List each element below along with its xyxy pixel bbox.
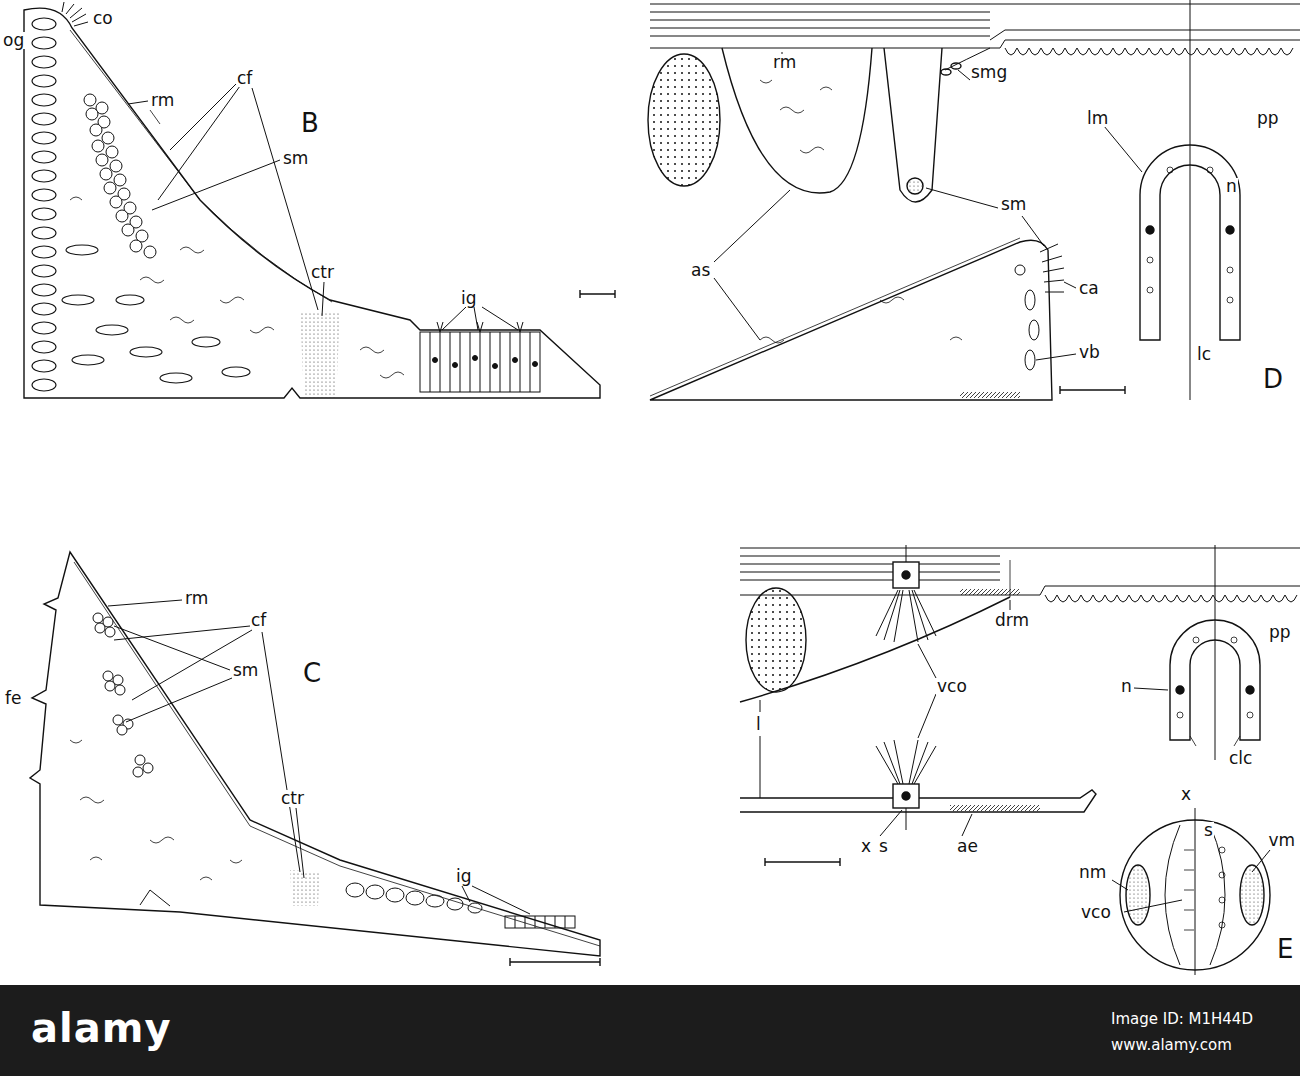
part-label: as (690, 262, 711, 279)
part-label: nm (1078, 864, 1107, 881)
panel-letter: B (300, 110, 320, 136)
watermark-band (0, 985, 1300, 1076)
part-label: x (860, 838, 872, 855)
part-label: sm (232, 662, 259, 679)
panel-b (24, 2, 615, 398)
part-label: smg (970, 64, 1008, 81)
part-label: n (1225, 178, 1238, 195)
part-label: s (1203, 822, 1214, 839)
part-label: vb (1078, 344, 1101, 361)
part-label: cf (236, 70, 253, 87)
watermark: www.alamy.com (1110, 1038, 1233, 1053)
part-label: pp (1256, 110, 1280, 127)
part-label: vm (1267, 832, 1296, 849)
part-label: lc (1196, 346, 1212, 363)
part-label: pp (1268, 624, 1292, 641)
panel-letter: D (1262, 366, 1284, 392)
part-label: rm (772, 54, 797, 71)
panel-d (648, 0, 1300, 400)
watermark: alamy (30, 1008, 172, 1048)
part-label: lm (1086, 110, 1109, 127)
scale-bar (1060, 386, 1125, 394)
part-label: sm (1000, 196, 1027, 213)
part-label: ctr (310, 264, 335, 281)
part-label: n (1120, 678, 1133, 695)
part-label: ae (956, 838, 979, 855)
part-label: vco (1080, 904, 1112, 921)
part-label: fe (4, 690, 22, 707)
scale-bar (580, 290, 615, 298)
scale-bar (510, 958, 600, 966)
panel-e (740, 545, 1300, 975)
part-label: s (878, 838, 889, 855)
leader-lines (714, 52, 1142, 360)
part-label: x (1180, 786, 1192, 803)
part-label: rm (150, 92, 175, 109)
scale-bar (765, 858, 840, 866)
leader-lines (128, 84, 518, 330)
part-label: rm (184, 590, 209, 607)
part-label: l (755, 716, 762, 733)
part-label: vco (936, 678, 968, 695)
part-label: sm (282, 150, 309, 167)
leader-lines (880, 600, 1270, 912)
part-label: ca (1078, 280, 1100, 297)
part-label: og (2, 32, 25, 49)
part-label: drm (994, 612, 1030, 629)
part-label: cf (250, 612, 267, 629)
part-label: clc (1228, 750, 1253, 767)
watermark: Image ID: M1H44D (1110, 1012, 1254, 1027)
part-label: ig (460, 290, 478, 307)
panel-letter: C (302, 660, 322, 686)
panel-letter: E (1276, 936, 1294, 962)
part-label: co (92, 10, 114, 27)
part-label: ctr (280, 790, 305, 807)
panel-c (30, 552, 600, 966)
part-label: ig (455, 868, 473, 885)
leader-lines (108, 600, 530, 914)
